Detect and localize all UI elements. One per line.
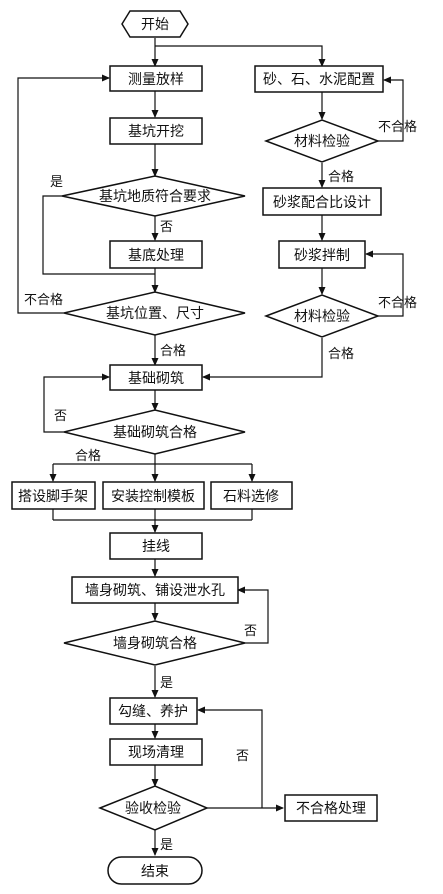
geology-decision: 基坑地质符合要求: [61, 175, 246, 217]
accept-decision: 验收检验: [97, 785, 209, 831]
label-no-geology: 否: [160, 220, 173, 235]
wall-box: 墙身砌筑、铺设泄水孔: [71, 576, 239, 604]
cleanup-box: 现场清理: [109, 738, 203, 766]
mix-design-label: 砂浆配合比设计: [273, 195, 371, 211]
mix-box: 砂浆拌制: [278, 240, 366, 269]
basetreat-label: 基底处理: [128, 247, 184, 264]
start-terminal: 开始: [121, 10, 189, 38]
arrow-start-material: [155, 45, 326, 67]
joint-box: 勾缝、养护: [109, 697, 198, 725]
arrow-mat1-fail: [378, 76, 404, 142]
base-check-label: 基础砌筑合格: [113, 424, 197, 441]
arrow-mat2-masonry: [202, 338, 323, 381]
material-check2-label: 材料检验: [294, 309, 350, 325]
mix-design-box: 砂浆配合比设计: [262, 187, 382, 216]
label-pass-pit: 合格: [160, 343, 186, 359]
material-prep-box: 砂、石、水泥配置: [254, 65, 384, 93]
mix-label: 砂浆拌制: [294, 248, 350, 264]
label-yes-wall: 是: [160, 676, 173, 691]
arrow-geology-yes: [42, 195, 155, 275]
arrow-base-no: [43, 373, 110, 433]
scaffold-box: 搭设脚手架: [11, 481, 96, 510]
wall-label: 墙身砌筑、铺设泄水孔: [85, 583, 225, 599]
arrow-pit-fail: [17, 74, 110, 314]
label-yes-geology: 是: [50, 175, 63, 190]
label-pass-mat2: 合格: [328, 346, 354, 362]
scaffold-label: 搭设脚手架: [18, 489, 88, 505]
label-fail-pit: 不合格: [24, 292, 63, 308]
formwork-label: 安装控制模板: [111, 489, 195, 505]
stone-label: 石料选修: [223, 489, 279, 505]
excavate-box: 基坑开挖: [109, 117, 203, 145]
label-no-base: 否: [54, 409, 67, 424]
material-check2-decision: 材料检验: [263, 294, 381, 338]
excavate-label: 基坑开挖: [128, 123, 184, 140]
arrow-reject-joint: [197, 706, 263, 808]
masonry-label: 基础砌筑: [128, 370, 184, 387]
wall-check-label: 墙身砌筑合格: [113, 636, 197, 652]
end-terminal: 结束: [107, 856, 203, 885]
hangline-label: 挂线: [142, 539, 170, 555]
joint-label: 勾缝、养护: [118, 704, 188, 720]
arrow-mat2-fail: [365, 250, 404, 317]
label-no-wall: 否: [244, 624, 257, 639]
reject-box: 不合格处理: [284, 794, 378, 822]
cleanup-label: 现场清理: [128, 745, 184, 761]
geology-label: 基坑地质符合要求: [99, 188, 211, 205]
hangline-box: 挂线: [109, 532, 203, 560]
pit-decision: 基坑位置、尺寸: [63, 291, 246, 336]
arrow-wall-no: [237, 586, 269, 644]
pit-label: 基坑位置、尺寸: [106, 305, 204, 322]
label-no-accept: 否: [236, 749, 249, 764]
wall-check-decision: 墙身砌筑合格: [63, 620, 246, 666]
accept-label: 验收检验: [125, 801, 181, 817]
material-check-decision: 材料检验: [263, 119, 381, 163]
connectors: [17, 38, 404, 856]
label-pass-base: 合格: [75, 448, 101, 464]
survey-label: 测量放样: [128, 72, 184, 88]
label-fail-mat2: 不合格: [378, 295, 417, 311]
end-label: 结束: [141, 864, 169, 880]
reject-label: 不合格处理: [296, 801, 366, 817]
masonry-box: 基础砌筑: [109, 364, 203, 391]
survey-box: 测量放样: [109, 65, 203, 92]
formwork-box: 安装控制模板: [102, 481, 205, 510]
material-prep-label: 砂、石、水泥配置: [263, 72, 375, 88]
start-label: 开始: [141, 17, 169, 33]
label-yes-accept: 是: [160, 838, 173, 853]
stone-box: 石料选修: [210, 481, 293, 510]
label-fail-mat1: 不合格: [378, 119, 417, 135]
material-check-label: 材料检验: [294, 134, 350, 150]
basetreat-box: 基底处理: [109, 240, 203, 269]
base-check-decision: 基础砌筑合格: [63, 409, 246, 455]
label-pass-mat1: 合格: [328, 169, 354, 185]
